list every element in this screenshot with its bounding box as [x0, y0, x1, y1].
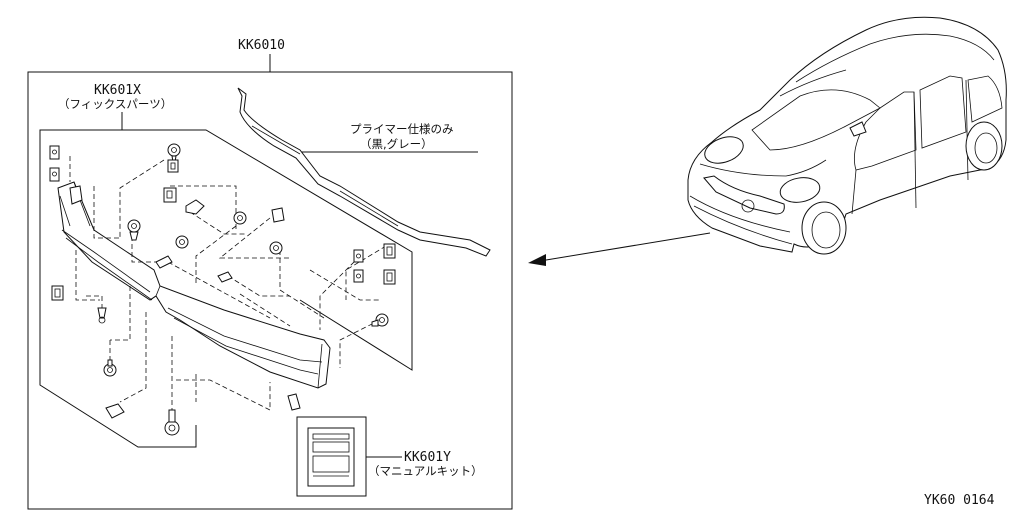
screw-icon-1 [217, 271, 233, 283]
clip-fastener-icon-18 [51, 285, 64, 301]
clip-fastener-icon-10 [127, 219, 141, 241]
clip-fastener-icon-12 [269, 241, 283, 255]
primer-molding-strip [237, 87, 491, 257]
screw-icon-3 [97, 307, 107, 324]
clip-fastener-icon-7 [185, 199, 205, 215]
clip-fastener-icon-20 [287, 393, 301, 411]
screw-icon-5 [164, 409, 180, 436]
clip-fastener-icon-15 [353, 269, 364, 283]
clip-fastener-icon-1 [49, 145, 60, 160]
screw-icon-4 [103, 359, 117, 377]
clip-fastener-icon-16 [383, 243, 396, 259]
clip-fastener-icon-17 [383, 269, 396, 285]
manual-kit-code-label: KK601Y [404, 450, 451, 465]
clip-fastener-icon-13 [155, 255, 173, 269]
figure-id-label: YK60 0164 [924, 493, 995, 508]
clip-fastener-icon-8 [233, 211, 247, 225]
assembly-code-label: KK6010 [238, 38, 285, 53]
manual-kit-name-label: （マニュアルキット） [368, 464, 483, 478]
assembly-frame [27, 71, 513, 510]
fix-parts-panel [39, 129, 413, 448]
clip-fastener-icon-4 [167, 143, 181, 163]
clip-fastener-icon-5 [167, 159, 179, 173]
clip-fastener-icon-9 [271, 207, 285, 223]
screw-icon-2 [371, 313, 389, 327]
clip-fastener-icon-14 [353, 249, 364, 263]
clip-fastener-icon-11 [175, 235, 189, 249]
manual-booklet-icon [296, 416, 367, 497]
car-illustration-icon [687, 16, 1007, 255]
primer-note-line1: プライマー仕様のみ [350, 122, 454, 136]
clip-fastener-icon-19 [105, 403, 125, 419]
primer-note-line2: （黒,グレー） [360, 137, 433, 151]
fix-parts-name-label: （フィックスパーツ） [58, 97, 172, 111]
fix-parts-code-label: KK601X [94, 83, 141, 98]
clip-fastener-icon-2 [49, 167, 60, 182]
clip-fastener-icon-3 [69, 185, 83, 205]
direction-arrow-icon [528, 232, 711, 266]
clip-fastener-icon-6 [163, 187, 177, 203]
